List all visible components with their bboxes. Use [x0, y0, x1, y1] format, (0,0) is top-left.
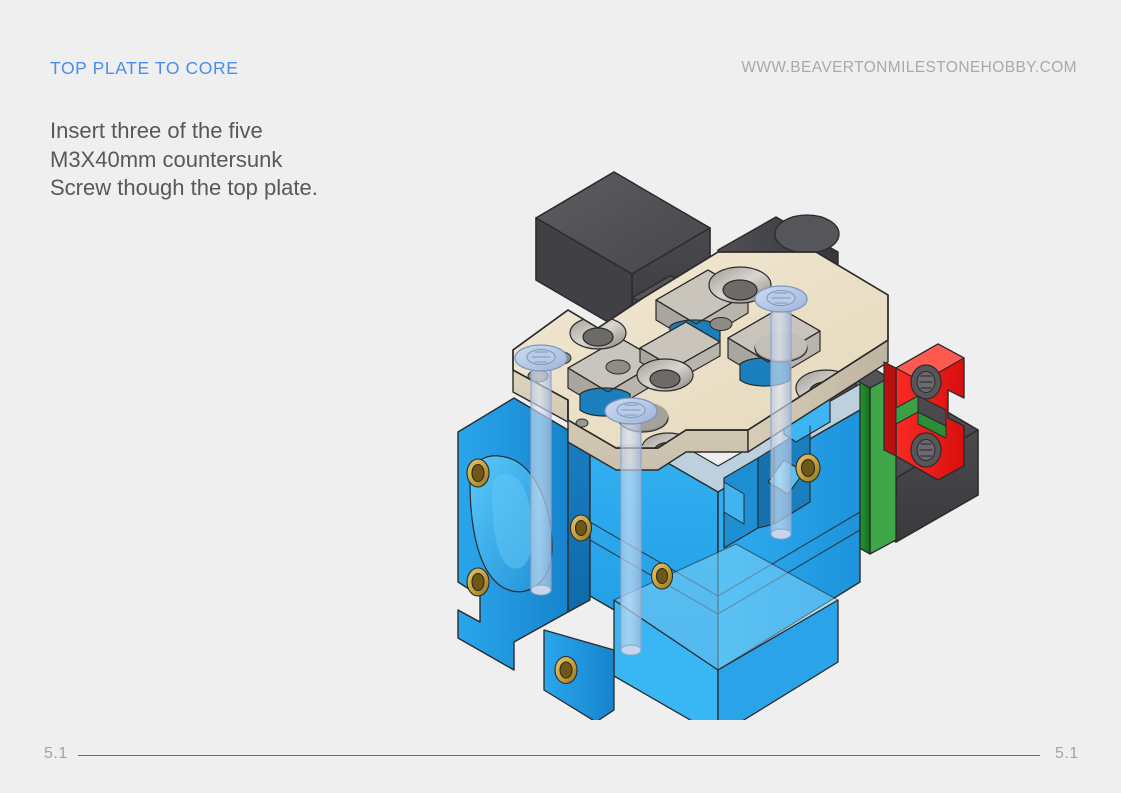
- screw: [754, 285, 808, 540]
- red-bracket-part: [883, 343, 965, 481]
- instruction-text: Insert three of the five M3X40mm counter…: [50, 118, 318, 201]
- brass-insert: [466, 567, 490, 597]
- footer-page-number-right: 5.1: [1055, 745, 1079, 762]
- brass-insert: [466, 458, 490, 488]
- footer-divider: [78, 755, 1040, 756]
- brass-insert: [650, 562, 674, 590]
- bracket-screw: [910, 364, 942, 400]
- brass-insert-group: [466, 453, 821, 685]
- footer-page-number-left: 5.1: [44, 745, 68, 762]
- bracket-screw: [910, 432, 942, 468]
- countersink-hole: [636, 358, 694, 392]
- screw-group: [514, 285, 808, 656]
- website-url: WWW.BEAVERTONMILESTONEHOBBY.COM: [741, 59, 1077, 76]
- brass-insert: [554, 655, 578, 685]
- screw: [604, 397, 658, 656]
- countersink-hole: [569, 316, 627, 350]
- brass-insert: [795, 453, 821, 483]
- page-title: TOP PLATE TO CORE: [50, 58, 239, 78]
- assembly-illustration: [418, 130, 1018, 720]
- countersink-hole: [708, 266, 772, 304]
- brass-insert: [569, 514, 593, 542]
- screw: [514, 344, 568, 596]
